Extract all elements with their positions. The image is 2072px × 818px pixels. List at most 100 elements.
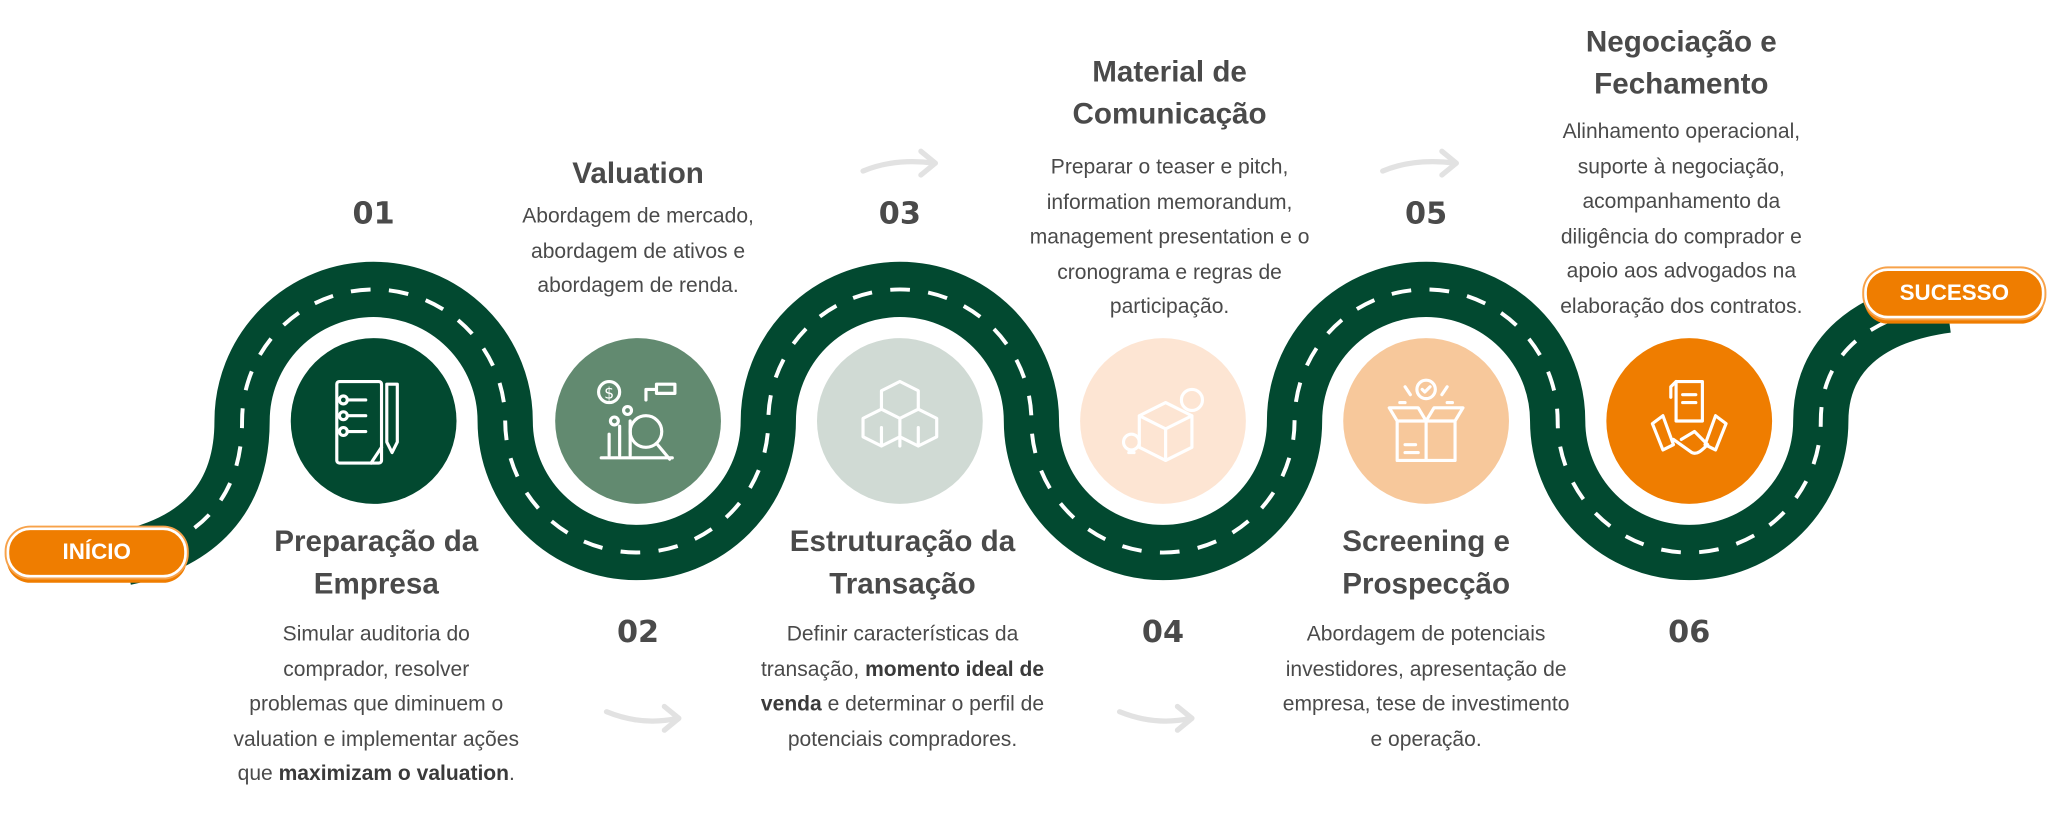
cubes-icon [861, 379, 939, 448]
text: transação, [760, 658, 866, 681]
text: comprador, resolver [283, 658, 470, 681]
description-line: Definir características da [725, 618, 1080, 653]
description-line: e operação. [1249, 723, 1604, 758]
text: Abordagem de potenciais [1306, 623, 1546, 646]
description-line: problemas que diminuem o [199, 688, 554, 723]
text: participação. [1109, 296, 1230, 319]
description-line: abordagem de ativos e [460, 235, 815, 270]
bold-text: maximizam o valuation [278, 763, 510, 786]
description-line: Abordagem de mercado, [460, 200, 815, 235]
step-number: 02 [616, 615, 660, 650]
text: Abordagem de mercado, [522, 205, 754, 228]
financial-analysis-icon: $ [597, 379, 677, 461]
description-line: management presentation e o [992, 221, 1347, 256]
description-line: potenciais compradores. [725, 723, 1080, 758]
step-title: Material de Comunicação [999, 51, 1341, 135]
step-title-line: Screening e [1342, 524, 1511, 558]
step-number: 03 [878, 197, 921, 232]
text: problemas que diminuem o [249, 693, 504, 716]
arrow-right-icon [860, 148, 939, 178]
bold-text: momento ideal de [865, 658, 1045, 681]
text: e operação. [1370, 728, 1482, 751]
text: Definir características da [786, 623, 1019, 646]
text: suporte à negociação, [1577, 156, 1785, 179]
description-line: comprador, resolver [199, 653, 554, 688]
text: investidores, apresentação de [1285, 658, 1567, 681]
step-title-line: Material de [1092, 55, 1247, 89]
description-line: valuation e implementar ações [199, 723, 554, 758]
arrow-right-icon [1380, 148, 1460, 178]
step-title: Valuation [467, 153, 809, 195]
step-title-line: Empresa [313, 567, 439, 600]
description-line: abordagem de renda. [460, 270, 815, 305]
step-icon-circle [1606, 338, 1773, 504]
bold-text: venda [760, 693, 822, 716]
text: acompanhamento da [1582, 191, 1781, 214]
description-line: investidores, apresentação de [1249, 653, 1604, 688]
step-title-line: Transação [829, 567, 976, 600]
text: Alinhamento operacional, [1562, 121, 1801, 144]
text: Simular auditoria do [282, 623, 470, 646]
step-description: Definir características da transação, mom… [725, 618, 1080, 758]
step-icon-circle [290, 338, 457, 504]
text: potenciais compradores. [787, 728, 1018, 751]
road-center-dashes [124, 287, 1948, 560]
description-line: Alinhamento operacional, [1504, 116, 1859, 151]
step-number: 04 [1141, 615, 1185, 650]
step-icon-circle [1080, 338, 1246, 504]
step-number: 06 [1668, 615, 1711, 650]
text: que [237, 763, 279, 786]
description-line: participação. [992, 291, 1347, 326]
description-line: diligência do comprador e [1504, 221, 1859, 256]
step-title-line: Valuation [572, 156, 704, 190]
checklist-icon [335, 379, 399, 465]
svg-text:$: $ [604, 384, 614, 403]
step-title-line: Prospecção [1342, 567, 1511, 600]
text: information memorandum, [1046, 191, 1293, 214]
text: diligência do comprador e [1560, 225, 1802, 249]
start-badge: INÍCIO [6, 527, 187, 578]
text: . [509, 763, 515, 786]
step-title-line: Fechamento [1594, 67, 1769, 100]
step-title: Preparação da Empresa [205, 521, 547, 605]
step-icon-circle [816, 338, 983, 504]
step-icon-circle: $ [555, 338, 721, 504]
text: e determinar o perfil de [821, 693, 1045, 716]
description-line: venda e determinar o perfil de [725, 688, 1080, 723]
step-number: 01 [352, 197, 395, 232]
text: Preparar o teaser e pitch, [1050, 156, 1289, 179]
step-icon-circle [1343, 338, 1509, 504]
description-line: Preparar o teaser e pitch, [992, 151, 1347, 186]
end-badge: SUCESSO [1864, 268, 2045, 319]
description-line: elaboração dos contratos. [1504, 291, 1859, 326]
arrow-right-icon [1116, 703, 1195, 733]
step-title: Screening e Prospecção [1255, 521, 1597, 605]
step-description: Abordagem de mercado, abordagem de ativos… [460, 200, 815, 305]
text: cronograma e regras de [1057, 261, 1282, 284]
description-line: Abordagem de potenciais [1249, 618, 1604, 653]
step-description: Preparar o teaser e pitch, information me… [992, 151, 1347, 326]
description-line: apoio aos advogados na [1504, 256, 1859, 291]
text: empresa, tese de investimento [1282, 693, 1570, 716]
step-title-line: Comunicação [1072, 97, 1267, 131]
arrow-right-icon [603, 703, 682, 733]
description-line: que maximizam o valuation. [199, 758, 554, 793]
description-line: cronograma e regras de [992, 256, 1347, 291]
step-description: Simular auditoria do comprador, resolver p… [199, 618, 554, 793]
text: valuation e implementar ações [233, 728, 520, 751]
open-box-check-icon [1387, 378, 1465, 463]
description-line: Simular auditoria do [199, 618, 554, 653]
package-gear-icon [1121, 387, 1205, 463]
text: management presentation e o [1029, 226, 1310, 249]
step-number: 05 [1405, 197, 1448, 232]
text: abordagem de renda. [537, 275, 739, 298]
step-description: Alinhamento operacional, suporte à negoci… [1504, 116, 1859, 326]
step-title-line: Preparação da [274, 524, 479, 558]
description-line: suporte à negociação, [1504, 151, 1859, 186]
text: apoio aos advogados na [1566, 260, 1797, 284]
description-line: transação, momento ideal de [725, 653, 1080, 688]
